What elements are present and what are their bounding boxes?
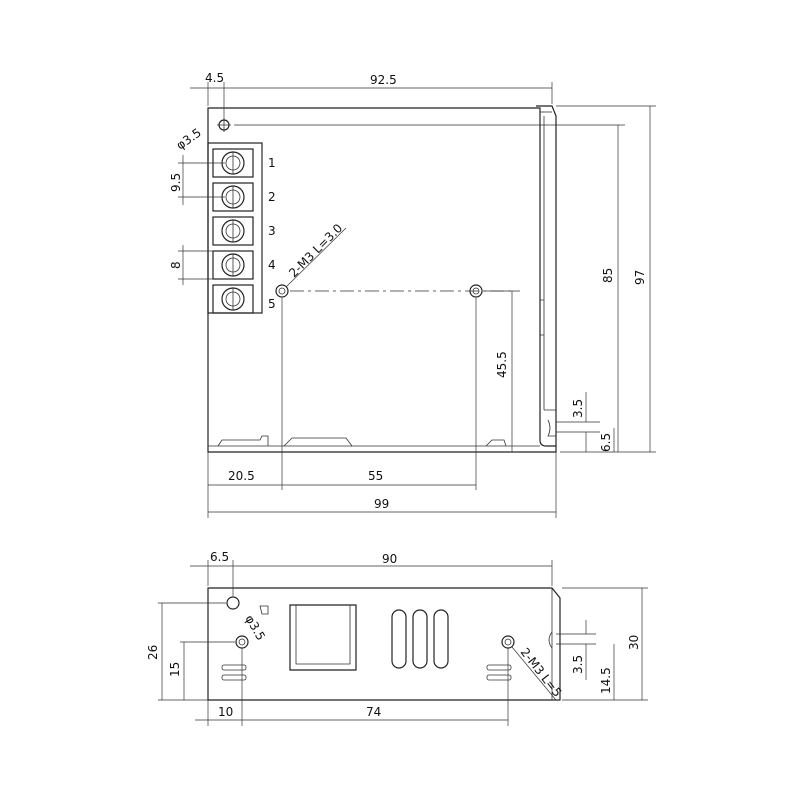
terminal-label-5: 5 [268,297,276,311]
side-vent-slot-1 [391,609,407,669]
dim-top-20-5: 20.5 [228,469,255,483]
dim-side-74: 74 [366,705,381,719]
dim-side-30: 30 [627,635,641,650]
terminal-label-2: 2 [268,190,276,204]
dim-side-10: 10 [218,705,233,719]
dim-top-55: 55 [368,469,383,483]
dim-top-97: 97 [633,270,647,285]
dim-side-26: 26 [146,645,160,660]
side-view: 6.5 90 φ3.5 26 15 10 74 2-M3 L=5 3.5 14.… [146,550,648,726]
terminal-5 [212,284,254,314]
terminal-3 [212,216,254,246]
dim-top-99: 99 [374,497,389,511]
terminal-label-1: 1 [268,156,276,170]
top-view-right-flange [536,105,557,446]
terminal-screws [212,148,254,314]
dim-top-45-5: 45.5 [495,351,509,378]
side-cable-window [289,604,357,671]
dim-top-3-5: 3.5 [571,399,585,418]
dim-side-90: 90 [382,552,397,566]
dim-top-6-5: 6.5 [599,433,613,452]
terminal-4 [212,250,254,280]
dim-top-4-5: 4.5 [205,71,224,85]
terminal-block [207,142,263,314]
dim-side-3-5: 3.5 [571,655,585,674]
dim-top-thread-spec: 2-M3 L=3.0 [286,221,345,280]
dim-side-15: 15 [168,662,182,677]
threaded-hole-left [275,284,289,298]
terminal-label-3: 3 [268,224,276,238]
top-view-outline [207,107,557,453]
dim-side-6-5: 6.5 [210,550,229,564]
top-view: 1 2 3 4 5 4.5 92.5 φ3.5 9.5 8 [169,71,656,518]
dim-top-8: 8 [169,261,183,269]
dim-side-thread-spec: 2-M3 L=5 [518,645,565,699]
dim-side-14-5: 14.5 [599,667,613,694]
dim-top-85: 85 [601,268,615,283]
side-vent-slot-2 [412,609,428,669]
side-mount-hole [226,596,240,610]
dim-top-92-5: 92.5 [370,73,397,87]
side-screw-right [501,635,515,649]
side-vent-slot-3 [433,609,449,669]
side-view-outline [207,587,561,701]
dim-top-phi-3-5: φ3.5 [174,126,204,153]
side-screw-left [235,635,249,649]
terminal-label-4: 4 [268,258,276,272]
dim-top-9-5: 9.5 [169,173,183,192]
